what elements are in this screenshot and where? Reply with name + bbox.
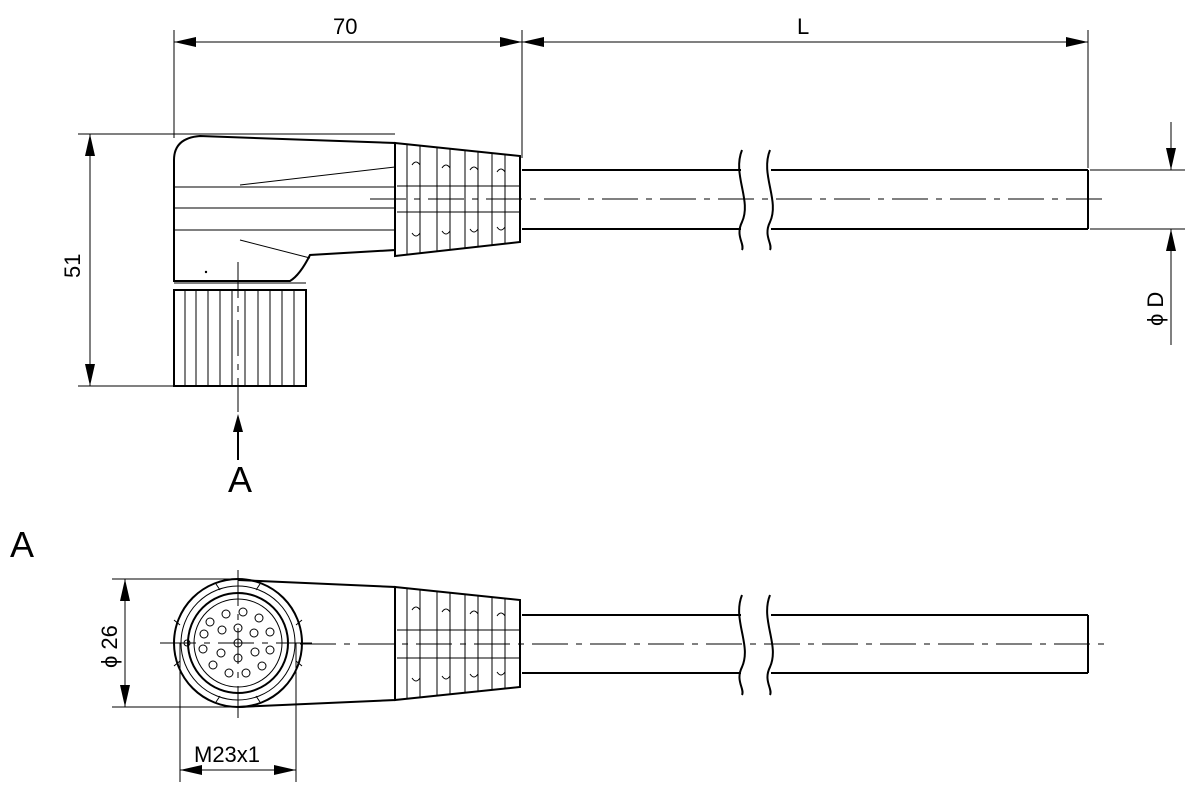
section-label: A [10,524,34,565]
dimension-thread-label: M23x1 [194,742,260,767]
dimension-70-label: 70 [333,14,357,39]
dimension-L-label: L [797,14,809,39]
view-a: A [10,524,1105,782]
dimension-L: L [522,14,1089,168]
connector-body-side [173,134,396,282]
view-arrow-label: A [228,459,252,500]
dimension-70: 70 [173,14,523,158]
dimension-51: 51 [60,133,395,387]
dimension-D-label: ϕ D [1143,292,1168,326]
connector-face [160,570,316,718]
dimension-26-label: ϕ 26 [97,625,122,668]
view-arrow-a: A [228,414,252,500]
cable-view-a [300,594,1105,696]
relief-ribs [397,145,520,254]
dimension-26: ϕ 26 [97,578,238,708]
dimension-51-label: 51 [60,254,85,278]
coupling-nut-side [173,262,307,412]
side-view: A 70 L 51 [60,14,1185,500]
strain-relief-view-a [394,585,521,702]
dimension-thread: M23x1 [179,643,297,782]
contact-pins [198,607,275,678]
strain-relief-side [394,141,521,258]
dimension-D: ϕ D [1090,122,1185,345]
cable-side [370,149,1105,251]
